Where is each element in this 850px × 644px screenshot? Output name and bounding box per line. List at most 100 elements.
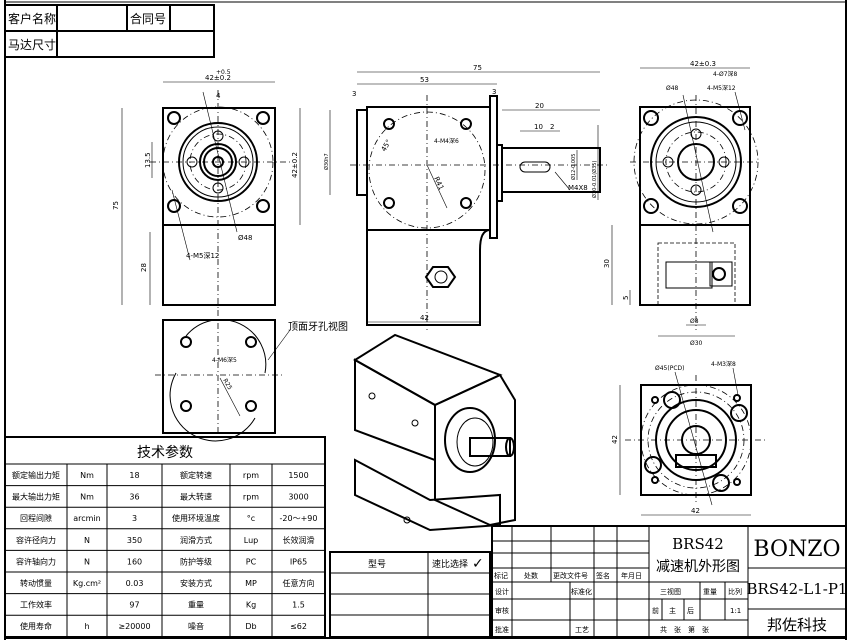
dim-flange: 13.5 bbox=[144, 152, 152, 168]
top-view-label: 顶面牙孔视图 bbox=[288, 320, 348, 333]
customer-label: 客户名称 bbox=[8, 11, 56, 26]
spec-cell: Kg bbox=[246, 601, 256, 610]
model-label: 型号 bbox=[368, 559, 386, 570]
side-hole-note: 4-M4深6 bbox=[434, 137, 459, 145]
spec-title: 技术参数 bbox=[137, 444, 193, 461]
spec-cell: N bbox=[84, 536, 90, 545]
standardize-label: 标准化 bbox=[571, 587, 592, 596]
spec-cell: 回程间隙 bbox=[20, 513, 52, 523]
drawing-number: BRS42-L1-P1 bbox=[747, 580, 848, 598]
spec-cell: 350 bbox=[127, 536, 142, 545]
right-hole-note-2: 4-M5深12 bbox=[707, 84, 736, 92]
spec-cell: 重量 bbox=[188, 600, 204, 610]
product-name: BRS42 bbox=[672, 535, 724, 553]
dim-total: 75 bbox=[473, 64, 482, 72]
scale-value: 1:1 bbox=[730, 607, 741, 615]
spec-cell: 安装方式 bbox=[180, 578, 212, 588]
bottom-dim-height: 42 bbox=[611, 435, 619, 444]
spec-cell: 160 bbox=[127, 557, 142, 566]
spec-cell: 额定转速 bbox=[180, 470, 212, 480]
rev-header-date: 年月日 bbox=[621, 571, 642, 580]
drawing-title: 减速机外形图 bbox=[656, 559, 740, 575]
right-dia-note: Ø48 bbox=[666, 85, 679, 92]
dia-note: Ø48 bbox=[238, 234, 252, 242]
dim-flange: 3 bbox=[492, 88, 496, 96]
views-label: 三视图 bbox=[660, 587, 681, 596]
spec-cell: Nm bbox=[80, 471, 94, 480]
title-block: 标记 处数 更改文件号 签名 年月日 设计 标准化 审核 批准 工艺 BRS42… bbox=[491, 525, 848, 638]
spec-cell: ≥20000 bbox=[118, 622, 150, 631]
front-view: 42±0.2 +0.5 4 75 13.5 28 42±0.2 Ø48 4-M5… bbox=[112, 69, 301, 310]
dim-key: 4 bbox=[216, 92, 221, 100]
spec-cell: 18 bbox=[129, 471, 139, 480]
bottom-hole-note: 4-M3深8 bbox=[711, 360, 736, 368]
dim-body: 53 bbox=[420, 76, 429, 84]
dim-width-tol: +0.5 bbox=[216, 69, 231, 76]
spec-cell: Kg.cm² bbox=[73, 579, 101, 588]
ratio-label: 速比选择 bbox=[432, 558, 468, 570]
spec-cell: 任意方向 bbox=[283, 578, 315, 588]
review-label: 审核 bbox=[495, 606, 509, 615]
spec-cell: 3 bbox=[132, 514, 137, 523]
dim-key-end: 2 bbox=[550, 123, 554, 131]
pilot-dia: Ø30-0.01(Ø35) bbox=[591, 161, 598, 198]
spec-cell: 1.5 bbox=[292, 601, 305, 610]
spec-cell: 36 bbox=[129, 493, 139, 502]
approve-label: 批准 bbox=[495, 625, 509, 634]
spec-cell: 润滑方式 bbox=[180, 535, 212, 545]
dim-key: 10 bbox=[534, 123, 543, 131]
spec-cell: N bbox=[84, 557, 90, 566]
spec-cell: arcmin bbox=[73, 514, 101, 523]
spec-cell: ≤62 bbox=[290, 622, 307, 631]
thread-note: M4X8 bbox=[568, 184, 588, 192]
sheet-count: 共 张 第 张 bbox=[660, 625, 709, 634]
spec-cell: Nm bbox=[80, 493, 94, 502]
dim-left-dia: Ø30h7 bbox=[323, 153, 330, 170]
design-label: 设计 bbox=[495, 587, 509, 596]
side-view: 75 53 3 3 20 10 2 45° 4-M4深6 R41 Ø12-0.0… bbox=[323, 64, 610, 330]
ratio-check-icon[interactable]: ✓ bbox=[472, 556, 484, 572]
spec-cell: 容许径向力 bbox=[16, 535, 56, 545]
spec-cell: °c bbox=[247, 514, 255, 523]
spec-cell: 额定输出力矩 bbox=[12, 470, 60, 480]
spec-cell: 3000 bbox=[288, 493, 308, 502]
right-hole-note-1: 4-Ø7深8 bbox=[713, 70, 738, 78]
spec-cell: 容许轴向力 bbox=[16, 556, 56, 566]
spec-cell: PC bbox=[246, 557, 257, 566]
spec-cell: 防护等级 bbox=[180, 556, 212, 566]
dim-lower: 28 bbox=[140, 263, 148, 272]
rev-header-sign: 签名 bbox=[596, 571, 610, 580]
process-label: 工艺 bbox=[575, 626, 589, 634]
spec-cell: 1500 bbox=[288, 471, 308, 480]
right-dim-bore: Ø8 bbox=[690, 318, 699, 325]
top-hole-view: 顶面牙孔视图 4-M6深5 R25 bbox=[155, 310, 348, 442]
dim-right: 42±0.2 bbox=[291, 152, 299, 178]
top-hole-note: 4-M6深5 bbox=[212, 356, 237, 364]
spec-cell: 使用寿命 bbox=[20, 621, 52, 631]
spec-cell: 97 bbox=[129, 601, 139, 610]
spec-cell: 最大输出力矩 bbox=[12, 492, 60, 502]
motor-size-label: 马达尺寸 bbox=[8, 38, 56, 52]
right-view: 42±0.3 4-Ø7深8 4-M5深12 Ø48 30 5 Ø8 Ø30 bbox=[603, 60, 760, 347]
right-dim-step: 5 bbox=[622, 296, 630, 300]
spec-cell: rpm bbox=[243, 493, 259, 502]
spec-cell: Db bbox=[245, 622, 256, 631]
scale-label: 比列 bbox=[728, 587, 742, 596]
dim-left: 3 bbox=[352, 90, 356, 98]
dim-shaft: 20 bbox=[535, 102, 544, 110]
bottom-pcd-note: Ø45(PCD) bbox=[655, 365, 684, 372]
bottom-view: Ø45(PCD) 4-M3深8 42 42 bbox=[611, 360, 765, 516]
angle: 45° bbox=[380, 138, 393, 153]
spec-cell: 噪音 bbox=[188, 621, 204, 631]
brand: BONZO bbox=[753, 537, 840, 562]
spec-cell: Lup bbox=[244, 536, 258, 545]
hole-note: 4-M5深12 bbox=[186, 251, 219, 260]
rev-header-doc: 更改文件号 bbox=[553, 571, 588, 580]
spec-cell: IP65 bbox=[290, 557, 307, 566]
spec-cell: 转动惯量 bbox=[20, 578, 52, 588]
right-dim-width: 42±0.3 bbox=[690, 60, 716, 68]
dim-height: 75 bbox=[112, 201, 120, 210]
